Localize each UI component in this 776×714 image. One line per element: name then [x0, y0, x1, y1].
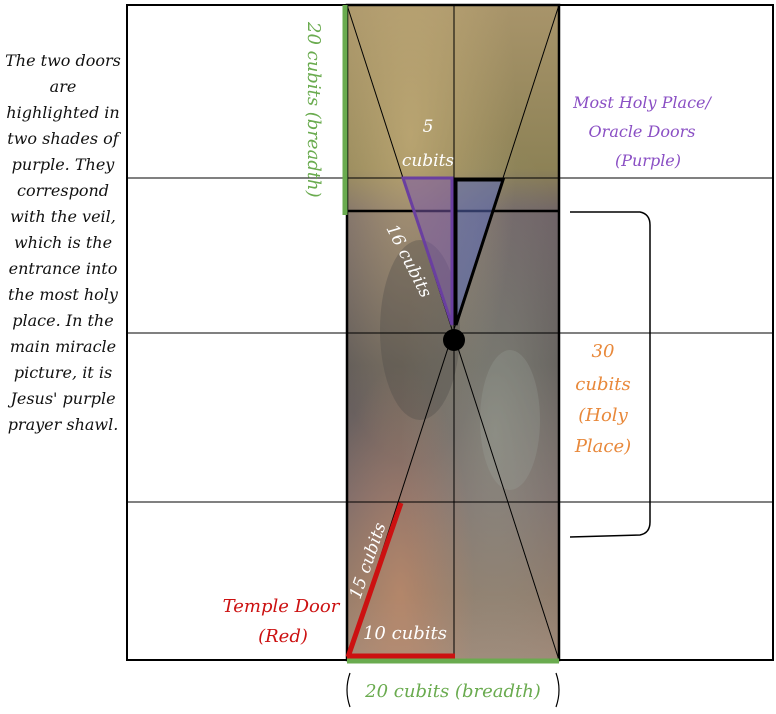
side-note: The two doors are highlighted in two sha…	[5, 51, 121, 434]
temple-door-label-2: (Red)	[258, 626, 308, 647]
top-breadth-label: 20 cubits (breadth)	[303, 21, 324, 198]
most-holy-label-3: (Purple)	[615, 151, 681, 170]
bottom-paren-right	[555, 672, 560, 708]
holy-place-label-1: 30	[592, 341, 615, 362]
five-cubits-label-2: cubits	[402, 151, 455, 171]
holy-place-bracket	[569, 211, 651, 538]
center-point	[443, 329, 465, 351]
bottom-paren-left	[346, 672, 351, 708]
holy-place-label-4: Place)	[574, 436, 631, 457]
oracle-door-right	[454, 178, 506, 326]
holy-place-label-3: (Holy	[578, 405, 628, 426]
ten-cubits-label: 10 cubits	[363, 623, 447, 644]
most-holy-label-2: Oracle Doors	[589, 122, 696, 141]
temple-door-slant	[345, 502, 404, 658]
holy-place-label-2: cubits	[575, 374, 630, 395]
five-cubits-label-1: 5	[423, 117, 434, 137]
bottom-breadth-label: 20 cubits (breadth)	[364, 681, 541, 702]
oracle-door-left	[400, 176, 454, 326]
most-holy-label-1: Most Holy Place/	[572, 93, 712, 112]
temple-door-label-1: Temple Door	[223, 596, 341, 617]
